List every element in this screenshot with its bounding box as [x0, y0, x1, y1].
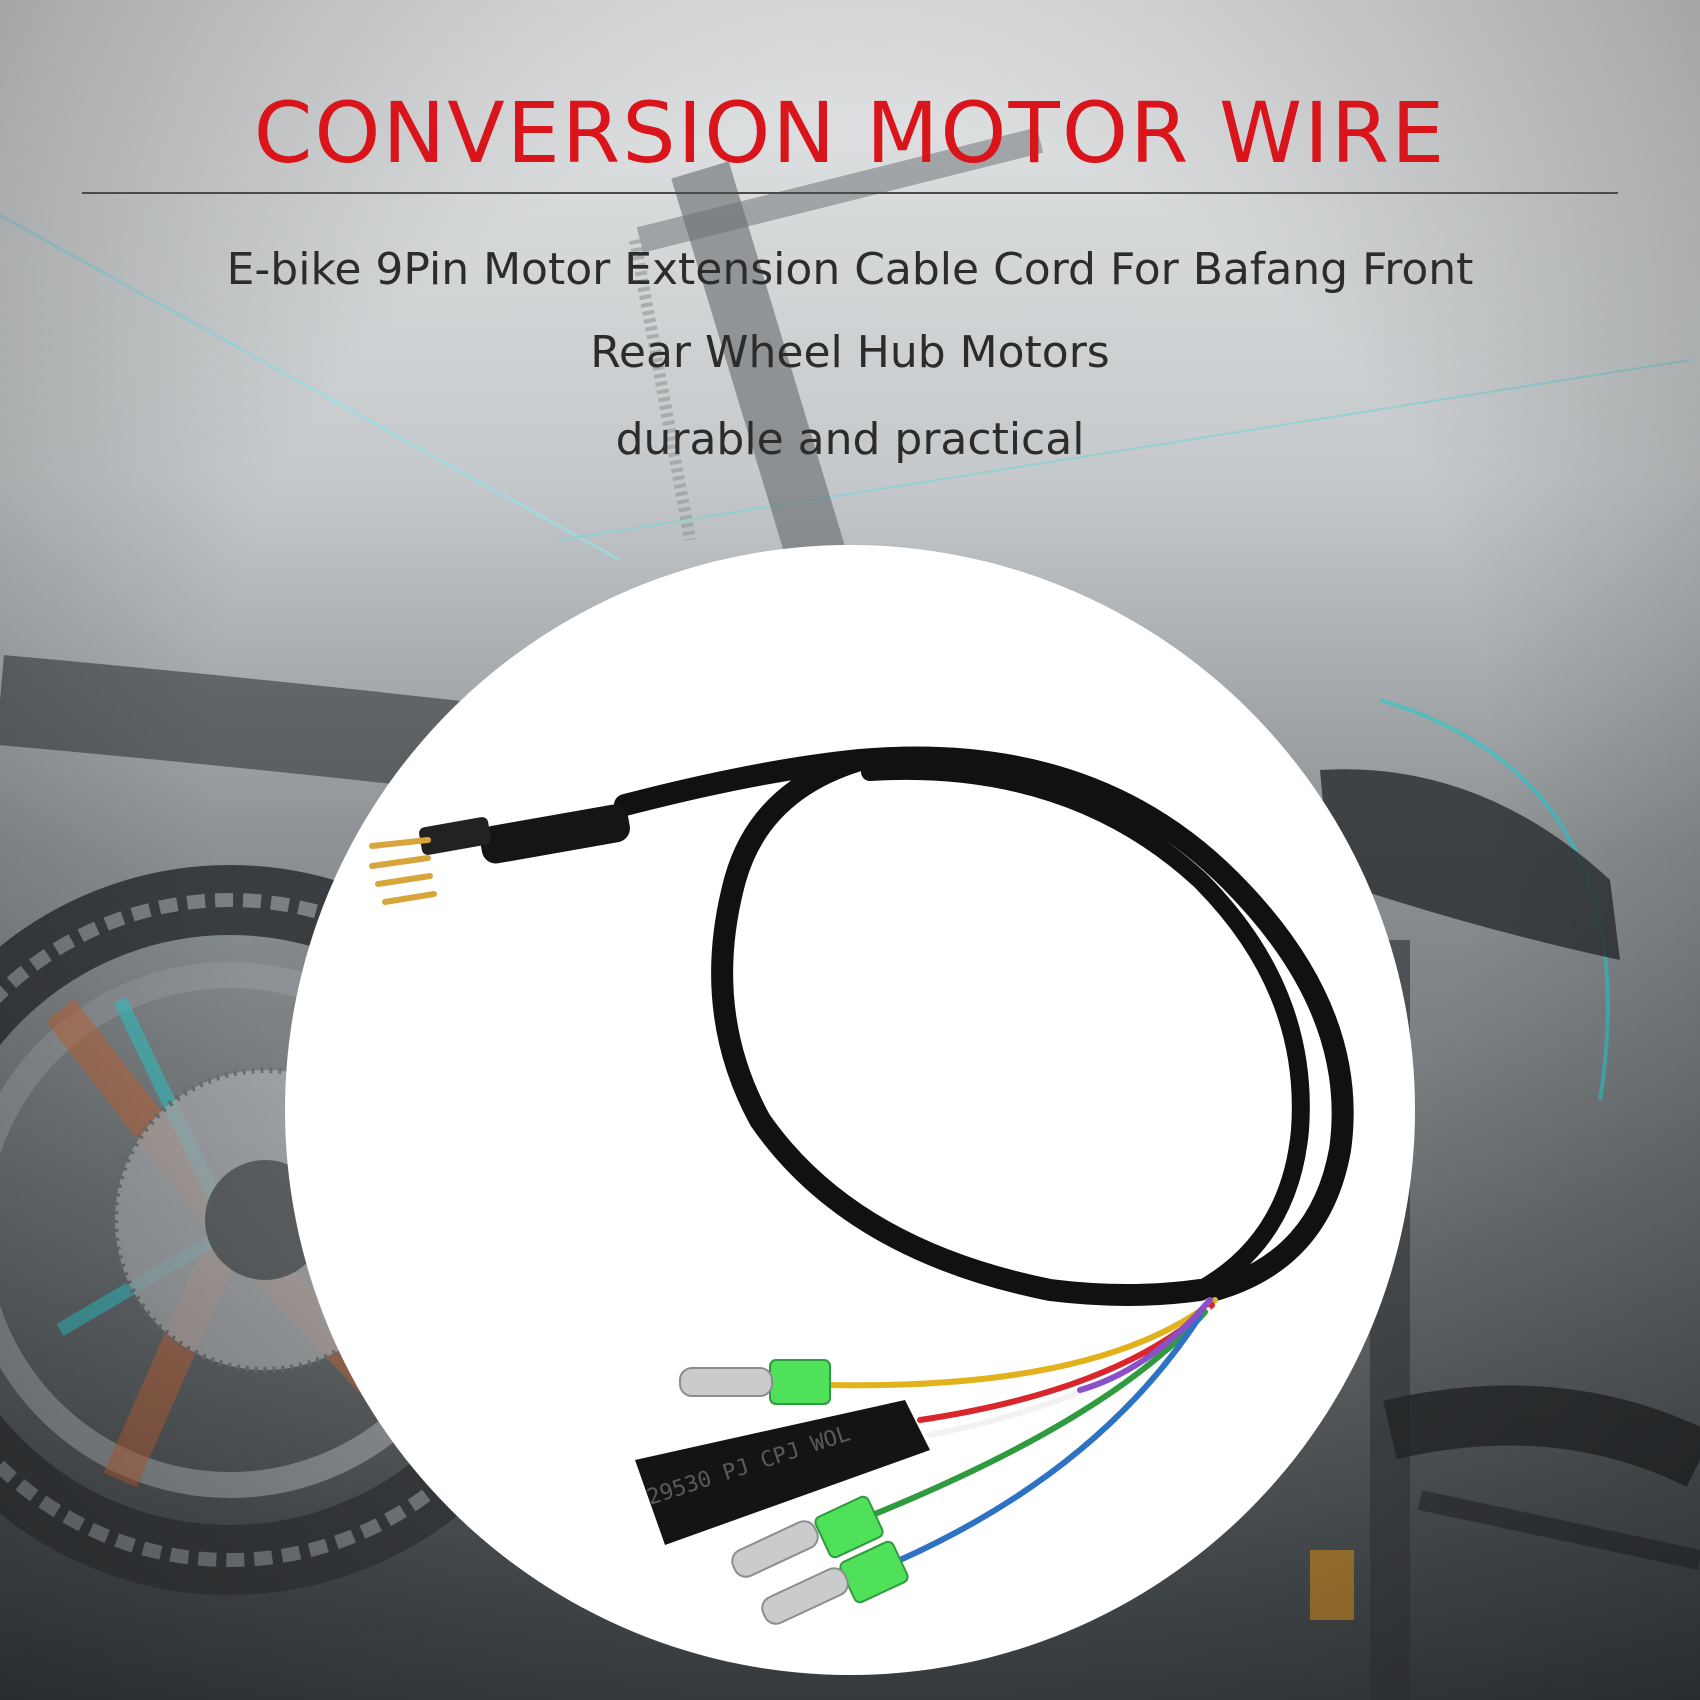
nine-pin-connector — [369, 804, 630, 905]
product-description-line-2: Rear Wheel Hub Motors — [590, 327, 1110, 378]
page-title: CONVERSION MOTOR WIRE — [253, 84, 1447, 182]
bullet-connector-green — [731, 1495, 884, 1578]
colored-wires — [827, 1297, 1218, 1563]
motor-cable — [614, 746, 1354, 1306]
bullet-connector-yellow — [679, 1359, 831, 1405]
product-description-line-1: E-bike 9Pin Motor Extension Cable Cord F… — [226, 244, 1474, 295]
title-divider — [82, 192, 1618, 194]
bullet-connector-blue — [761, 1540, 909, 1625]
gold-pins — [369, 837, 437, 905]
product-tagline: durable and practical — [615, 414, 1085, 465]
